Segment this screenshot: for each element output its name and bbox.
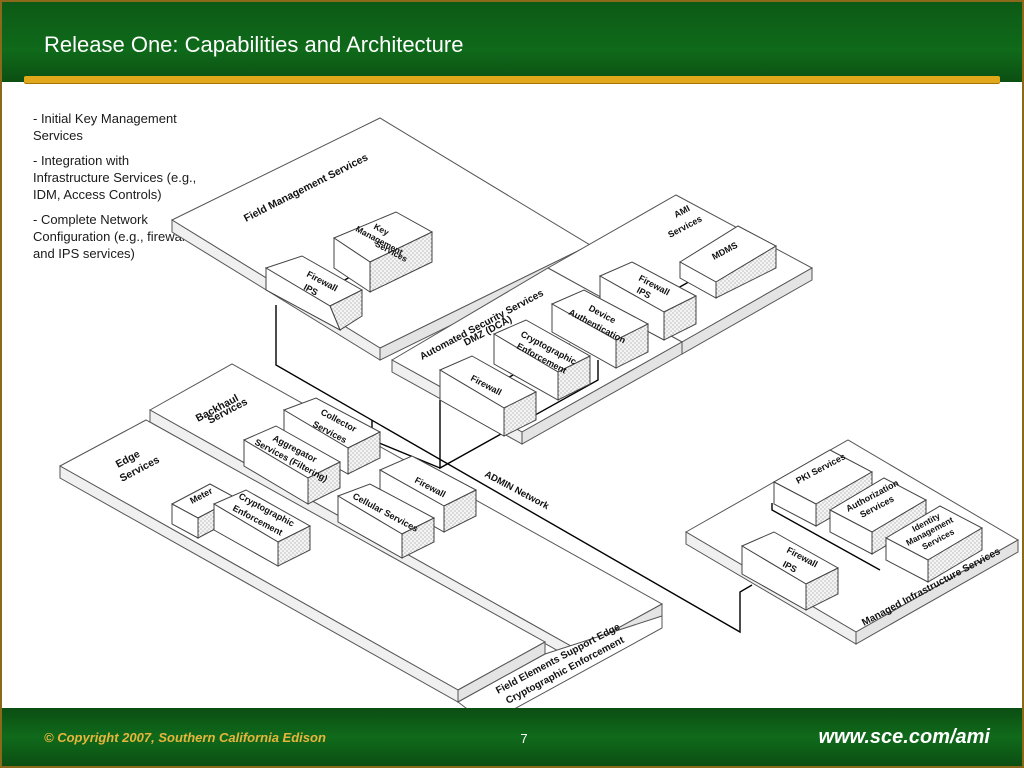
copyright-text: © Copyright 2007, Southern California Ed… (44, 730, 326, 745)
box-identity (884, 505, 984, 583)
bullet-item: - Complete Network Configuration (e.g., … (33, 212, 188, 261)
box-device-authentication (550, 289, 650, 369)
box-firewall-managed (740, 531, 840, 611)
website-link[interactable]: www.sce.com/ami (818, 726, 990, 748)
box-mdms (679, 225, 778, 299)
box-crypto-edge (212, 489, 312, 567)
bullet-list: - Initial Key Management Services - Inte… (33, 110, 203, 270)
box-cellular (336, 483, 436, 559)
footer-bar (2, 708, 1022, 766)
box-crypto-dmz (492, 319, 592, 401)
box-firewall-field (264, 255, 364, 332)
slide-title: Release One: Capabilities and Architectu… (44, 32, 464, 57)
header-bar (2, 2, 1022, 82)
title-underline (24, 76, 1000, 83)
box-firewall-dmz (438, 355, 538, 437)
box-key-management (332, 211, 434, 293)
bullet-item: - Integration with Infrastructure Servic… (33, 153, 197, 202)
bullet-item: - Initial Key Management Services (33, 111, 177, 143)
box-aggregator (242, 425, 342, 505)
page-number: 7 (520, 731, 528, 746)
label-admin-network: ADMIN Network (483, 469, 552, 513)
platform-edge (58, 419, 547, 703)
